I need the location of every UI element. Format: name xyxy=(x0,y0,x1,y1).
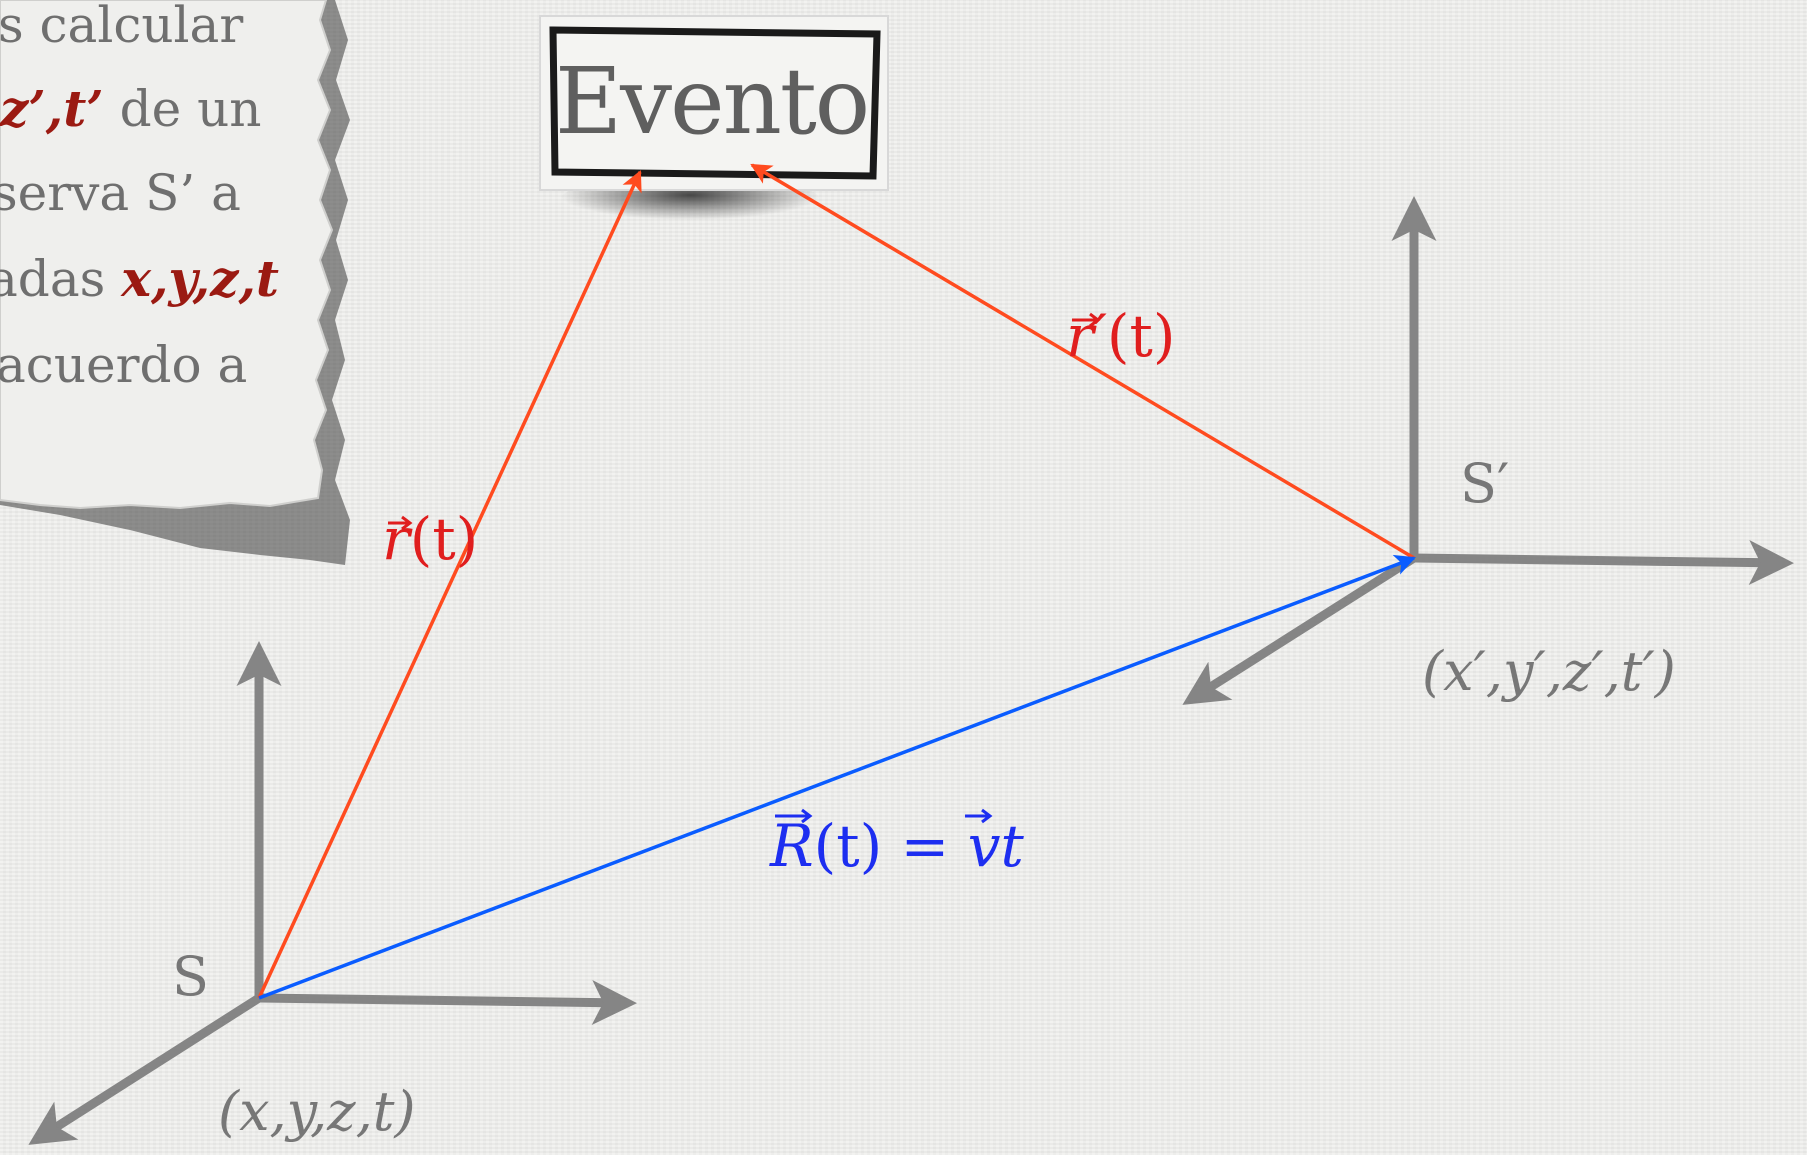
frame-s-prime-axes xyxy=(1182,196,1794,705)
frame-s-z-axis xyxy=(28,994,262,1145)
note-line-3-text: serva S’ a xyxy=(0,164,241,222)
torn-paper-note xyxy=(0,0,350,565)
frame-s-x-axis xyxy=(258,980,637,1026)
frame-s-prime-x-axis xyxy=(1413,540,1794,586)
frame-s-coords: (x,y,z,t) xyxy=(218,1080,416,1143)
vector-r-arg: (t) xyxy=(409,505,479,573)
vector-r xyxy=(257,170,642,999)
note-line-1-text: s calcular xyxy=(0,0,244,54)
note-line-5-text: acuerdo a xyxy=(0,336,248,394)
vector-R-arg: (t) = xyxy=(813,812,968,880)
note-line-2-highlight: z’,t’ xyxy=(0,79,104,138)
frame-s-prime-name: S′ xyxy=(1460,452,1510,515)
note-paper xyxy=(0,0,334,510)
vector-R xyxy=(258,554,1416,1000)
vector-r-symbol: r xyxy=(382,505,410,573)
vector-r-prime-arg: (t) xyxy=(1106,302,1176,370)
vector-R-tail: t xyxy=(1000,812,1024,880)
note-line-1: s calcular xyxy=(0,0,243,68)
vector-r-label: r(t) xyxy=(382,505,478,573)
R-vec-accent-head-icon xyxy=(801,808,813,824)
vector-v-symbol: v xyxy=(967,812,1001,880)
vector-r-prime-symbol: r′ xyxy=(1066,302,1107,370)
v-vec-accent-head-icon xyxy=(981,808,993,824)
note-line-2: z’,t’ de un xyxy=(0,66,262,152)
note-line-4-text: adas xyxy=(0,250,122,308)
vector-R-label: R(t) = vt xyxy=(770,812,1024,880)
event-card-paper xyxy=(539,15,889,191)
frame-s-name: S xyxy=(172,945,209,1008)
r-prime-vec-accent-head-icon xyxy=(1089,312,1101,328)
frame-s-prime-z-axis xyxy=(1182,554,1417,705)
event-label: Evento xyxy=(555,48,870,155)
vector-R-symbol: R xyxy=(770,812,814,880)
frame-s-prime-coords: (x′,y′,z′,t′) xyxy=(1422,640,1676,703)
vector-r-prime-label: r′(t) xyxy=(1066,302,1175,370)
r-vec-accent-head-icon xyxy=(401,515,413,531)
vector-r-prime xyxy=(750,163,1415,560)
note-line-4: adas x,y,z,t xyxy=(0,236,279,322)
note-line-3: serva S’ a xyxy=(0,150,241,236)
note-line-2-text: de un xyxy=(103,80,262,138)
event-card xyxy=(539,15,889,225)
note-line-4-highlight: x,y,z,t xyxy=(121,249,279,308)
event-card-frame xyxy=(549,26,881,180)
note-line-5: acuerdo a xyxy=(0,322,247,408)
frame-s-axes xyxy=(28,641,637,1145)
